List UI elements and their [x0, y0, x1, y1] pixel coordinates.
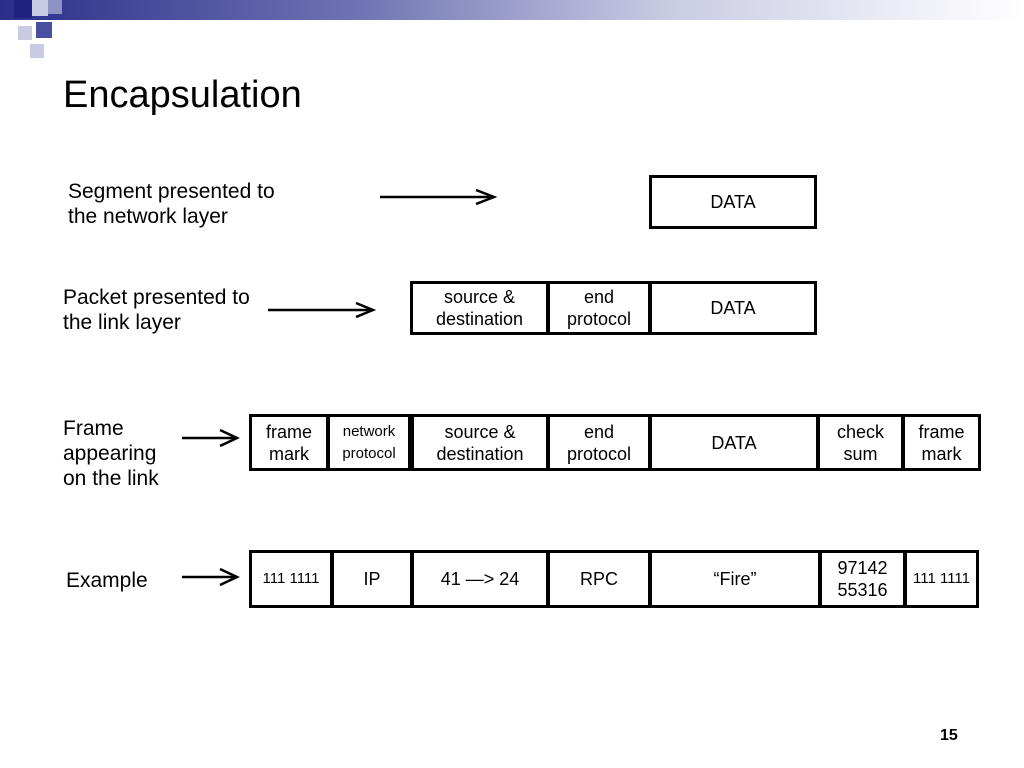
source-destination-cell: source & destination — [410, 281, 549, 335]
data-cell: DATA — [649, 175, 817, 229]
header-banner — [0, 0, 1024, 20]
decor-square — [32, 0, 48, 16]
segment-label: Segment presented to the network layer — [68, 180, 275, 228]
right-arrow-icon — [268, 301, 377, 319]
right-arrow-icon — [182, 428, 240, 448]
checksum-cell: check sum — [817, 414, 904, 471]
end-protocol-value-cell: RPC — [547, 550, 651, 608]
network-protocol-cell: network protocol — [327, 414, 411, 471]
data-cell: DATA — [649, 414, 819, 471]
end-protocol-cell: end protocol — [547, 414, 651, 471]
frame-mark-cell: frame mark — [902, 414, 981, 471]
checksum-value-cell: 97142 55316 — [819, 550, 906, 608]
right-arrow-icon — [380, 188, 498, 206]
data-cell: DATA — [649, 281, 817, 335]
address-value-cell: 41 —> 24 — [411, 550, 549, 608]
right-arrow-icon — [182, 567, 240, 587]
frame-mark-cell: frame mark — [249, 414, 329, 471]
example-label: Example — [66, 569, 148, 592]
frame-label: Frame appearing on the link — [63, 417, 159, 490]
packet-label: Packet presented to the link layer — [63, 286, 250, 334]
source-destination-cell: source & destination — [411, 414, 549, 471]
decor-square — [18, 26, 32, 40]
end-protocol-cell: end protocol — [547, 281, 651, 335]
slide-title: Encapsulation — [63, 74, 302, 116]
frame-mark-value-cell: 111 1111 — [904, 550, 979, 608]
page-number: 15 — [940, 727, 958, 744]
decor-square — [36, 22, 52, 38]
decor-square — [30, 44, 44, 58]
data-value-cell: “Fire” — [649, 550, 821, 608]
decor-square — [14, 0, 32, 18]
frame-mark-value-cell: 111 1111 — [249, 550, 333, 608]
network-protocol-value-cell: IP — [331, 550, 413, 608]
decor-square — [48, 0, 62, 14]
